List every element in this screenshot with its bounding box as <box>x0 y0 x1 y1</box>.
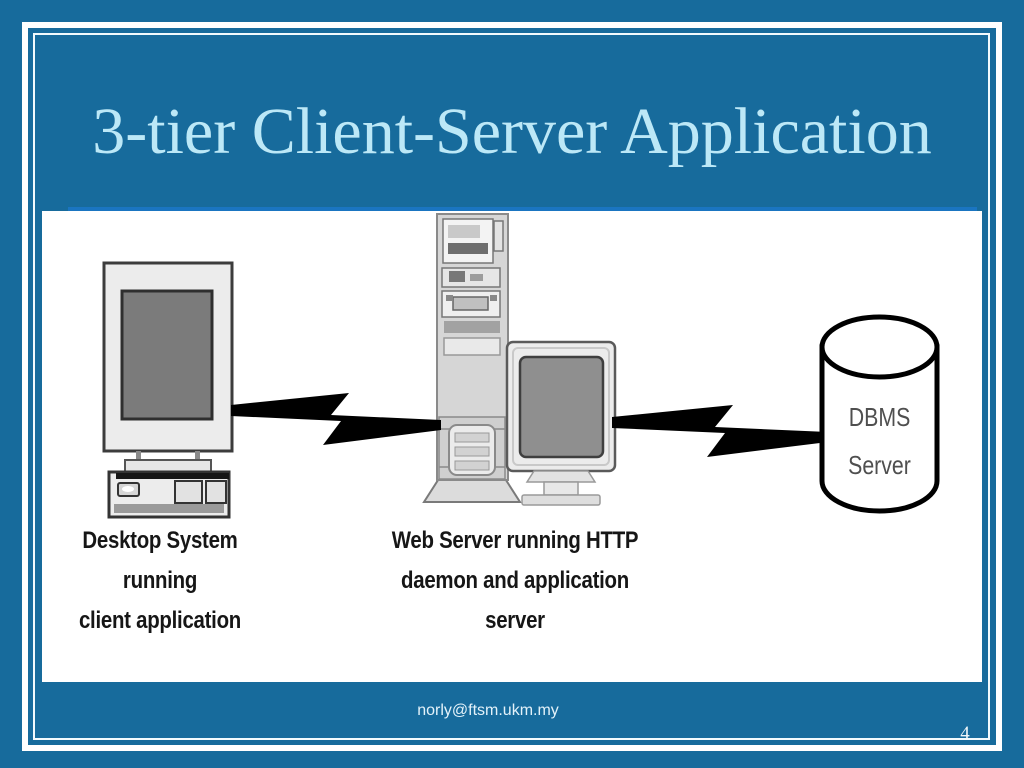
dbms-label-line2: Server <box>848 450 911 480</box>
page-number: 4 <box>960 723 970 744</box>
lightning-bolt-left-icon <box>231 393 441 445</box>
slide-title: 3-tier Client-Server Application <box>92 95 932 168</box>
diagram-canvas: Desktop System running client applicatio… <box>42 211 982 682</box>
dbms-server-label: DBMS Server <box>832 393 926 489</box>
web-server-monitor-icon <box>505 340 617 506</box>
title-underline <box>68 207 977 211</box>
footer-email: norly@ftsm.ukm.my <box>417 702 559 719</box>
web-server-label-line2: daemon and application server <box>401 567 629 634</box>
architecture-diagram <box>102 213 940 519</box>
desktop-computer-icon <box>102 261 234 519</box>
dbms-label-line1: DBMS <box>848 402 911 432</box>
web-server-label-line1: Web Server running HTTP <box>391 527 639 554</box>
desktop-label: Desktop System running client applicatio… <box>60 521 261 641</box>
web-server-label: Web Server running HTTP daemon and appli… <box>379 521 651 641</box>
desktop-label-line1: Desktop System running <box>82 527 238 594</box>
database-cylinder-icon <box>819 314 940 514</box>
desktop-label-line2: client application <box>78 607 242 634</box>
lightning-bolt-right-icon <box>612 405 828 457</box>
server-tower-icon <box>422 213 522 503</box>
